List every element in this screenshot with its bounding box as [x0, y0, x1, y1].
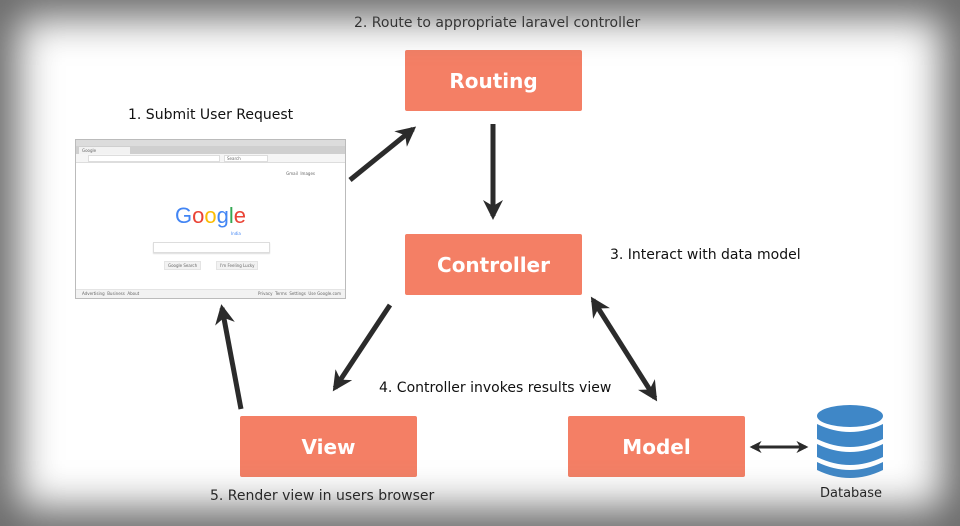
footer-link: Advertising	[82, 291, 105, 296]
step2-label: 2. Route to appropriate laravel controll…	[354, 15, 641, 31]
controller-box: Controller	[405, 234, 582, 295]
footer-link: Privacy	[258, 291, 273, 296]
step1-label: 1. Submit User Request	[128, 107, 294, 123]
images-link: Images	[300, 171, 315, 176]
database-label: Database	[820, 486, 883, 501]
footer-link: About	[127, 291, 140, 296]
gmail-link: Gmail	[286, 171, 298, 176]
arrow-view-to-browser	[215, 304, 244, 410]
google-search-input	[153, 242, 270, 253]
url-bar	[88, 155, 220, 162]
step3-label: 3. Interact with data model	[610, 247, 801, 263]
footer-link: Business	[107, 291, 125, 296]
arrow-browser-to-routing	[348, 126, 417, 182]
browser-search: Search	[224, 155, 268, 162]
model-box: Model	[568, 416, 745, 477]
view-box: View	[240, 416, 417, 477]
feeling-lucky-button: I'm Feeling Lucky	[216, 261, 259, 270]
google-logo: Google	[174, 203, 246, 228]
routing-box: Routing	[405, 50, 582, 111]
browser-screenshot: Google Search Gmail Images Google India …	[75, 139, 346, 299]
footer-link: Use Google.com	[308, 291, 341, 296]
database-icon	[817, 405, 883, 478]
step5-label: 5. Render view in users browser	[210, 488, 435, 504]
browser-tab: Google	[79, 147, 130, 154]
footer-link: Settings	[289, 291, 306, 296]
google-search-button: Google Search	[164, 261, 202, 270]
arrow-controller-model	[590, 296, 658, 402]
step4-label: 4. Controller invokes results view	[379, 380, 612, 396]
footer-link: Terms	[275, 291, 287, 296]
arrow-controller-to-view	[332, 303, 393, 392]
browser-menubar	[76, 140, 345, 146]
google-logo-sub: India	[231, 231, 241, 236]
